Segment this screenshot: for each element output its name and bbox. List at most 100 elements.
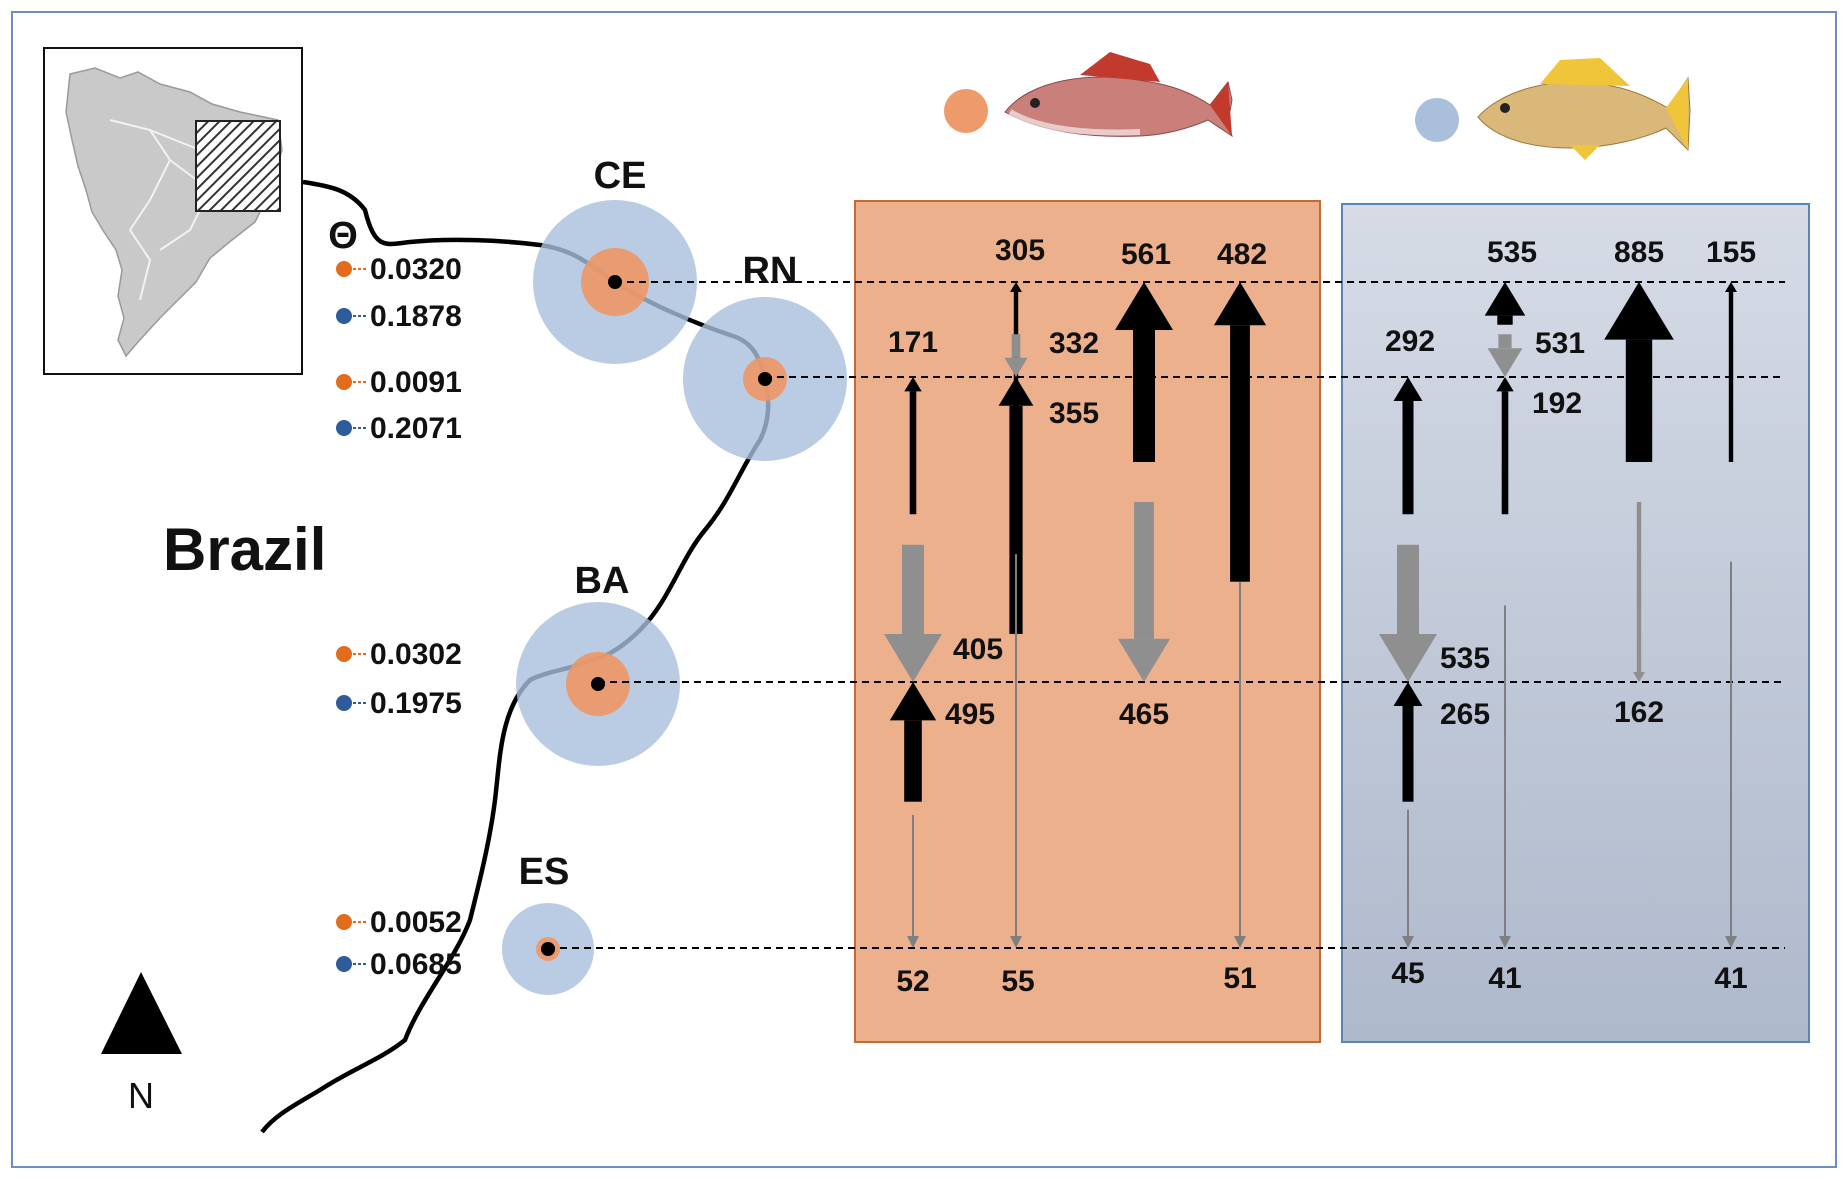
- theta-blue-ce: 0.1878: [336, 300, 462, 333]
- theta-orange-ba: 0.0302: [336, 638, 462, 671]
- north-label: N: [128, 1075, 154, 1116]
- fish-icon-mutton-snapper: [1004, 52, 1233, 138]
- arrow-shaft: [1636, 502, 1642, 672]
- migration-value-label: 265: [1440, 698, 1490, 731]
- coastline: [260, 179, 771, 1134]
- migration-ce-to-ba: [1117, 502, 1171, 682]
- migration-value-label: 51: [1223, 962, 1256, 995]
- theta-value: 0.1878: [370, 300, 462, 333]
- theta-value: 0.1975: [370, 687, 462, 720]
- site-ce: CE 0.0320 0.1878: [336, 155, 1785, 364]
- theta-blue-es: 0.0685: [336, 948, 462, 981]
- arrow-shaft: [1009, 405, 1023, 634]
- theta-value: 0.0320: [370, 253, 462, 286]
- theta-value: 0.0052: [370, 906, 462, 939]
- arrow-head: [1213, 282, 1267, 326]
- arrow-shaft: [1498, 334, 1512, 349]
- theta-value: 0.2071: [370, 412, 462, 445]
- arrow-shaft: [1402, 401, 1414, 515]
- country-borders: [109, 119, 212, 301]
- theta-dot-icon: [336, 914, 352, 930]
- theta-blue-ba: 0.1975: [336, 687, 462, 720]
- migration-ba-to-es: [907, 815, 919, 948]
- migration-ce-to-ba: [1633, 502, 1645, 682]
- theta-dot-icon: [336, 420, 352, 436]
- arrow-head: [1725, 936, 1737, 948]
- arrow-shaft: [1230, 325, 1250, 582]
- migration-value-label: 45: [1391, 957, 1424, 990]
- migration-value-label: 305: [995, 234, 1045, 267]
- arrow-head: [1234, 936, 1246, 948]
- migration-value-label: 52: [896, 965, 929, 998]
- migration-value-label: 41: [1488, 962, 1521, 995]
- theta-blue-rn: 0.2071: [336, 412, 462, 445]
- theta-dot-icon: [336, 308, 352, 324]
- theta-value: 0.0091: [370, 366, 462, 399]
- arrow-head: [998, 377, 1034, 406]
- migration-value-label: 535: [1487, 236, 1537, 269]
- migration-value-label: 495: [945, 698, 995, 731]
- migration-ce-to-es: [1725, 561, 1737, 948]
- migration-rn-to-ba: [884, 544, 942, 682]
- inset-map: [43, 47, 303, 375]
- arrow-head: [889, 682, 937, 721]
- panel-0-migration-arrows: [884, 282, 1267, 948]
- fish-icon-yellowtail-snapper: [1477, 58, 1691, 160]
- migration-value-label: 41: [1714, 962, 1747, 995]
- migration-value-label: 332: [1049, 327, 1099, 360]
- migration-ba-to-ce: [1725, 282, 1737, 462]
- site-code-label: RN: [743, 250, 798, 292]
- north-arrow-icon: [101, 972, 182, 1054]
- migration-ce-to-rn: [1487, 334, 1523, 377]
- arrow-head: [1633, 672, 1645, 682]
- migration-value-label: 55: [1001, 965, 1034, 998]
- migration-value-label: 465: [1119, 698, 1169, 731]
- migration-ba-to-rn: [1393, 377, 1423, 515]
- migration-value-label: 292: [1385, 325, 1435, 358]
- migration-rn-to-ce: [1484, 282, 1526, 325]
- arrow-shaft: [1134, 502, 1154, 639]
- migration-value-label: 482: [1217, 238, 1267, 271]
- migration-ba-to-rn: [904, 377, 922, 515]
- arrow-shaft: [1402, 706, 1414, 802]
- arrow-head: [904, 377, 922, 392]
- migration-value-label: 162: [1614, 696, 1664, 729]
- theta-value: 0.0685: [370, 948, 462, 981]
- site-dot: [591, 677, 605, 691]
- arrow-head: [1496, 377, 1514, 392]
- arrow-shaft: [902, 544, 924, 634]
- migration-rn-to-ba: [1379, 544, 1437, 682]
- site-rn: RN 0.0091 0.2071: [336, 250, 1785, 461]
- arrow-head: [1725, 282, 1737, 292]
- arrow-shaft: [1011, 334, 1021, 358]
- theta-dot-icon: [336, 261, 352, 277]
- arrow-head: [1499, 936, 1511, 948]
- arrow-head: [1379, 634, 1437, 682]
- site-dot: [758, 372, 772, 386]
- species-legend: [944, 52, 1691, 160]
- site-code-label: ES: [519, 851, 570, 893]
- site-code-label: CE: [594, 155, 647, 197]
- arrow-head: [1004, 357, 1028, 377]
- migration-es-to-ce: [1213, 282, 1267, 582]
- theta-dot-icon: [336, 374, 352, 390]
- arrow-head: [1402, 936, 1414, 948]
- migration-es-to-ba: [889, 682, 937, 802]
- country-label: Brazil: [163, 516, 326, 583]
- migration-value-label: 355: [1049, 397, 1099, 430]
- arrow-shaft: [1625, 339, 1653, 462]
- arrow-head: [1393, 682, 1423, 706]
- north-arrow: N: [101, 972, 182, 1116]
- migration-value-label: 885: [1614, 236, 1664, 269]
- arrow-shaft: [1133, 330, 1155, 462]
- arrow-head: [1484, 282, 1526, 316]
- migration-ba-to-ce: [1115, 282, 1173, 462]
- theta-dot-icon: [336, 956, 352, 972]
- theta-value: 0.0302: [370, 638, 462, 671]
- migration-rn-to-es: [1499, 605, 1511, 948]
- arrow-shaft: [1497, 315, 1513, 325]
- migration-es-to-rn: [998, 377, 1034, 634]
- arrow-head: [1393, 377, 1423, 401]
- migration-value-label: 171: [888, 326, 938, 359]
